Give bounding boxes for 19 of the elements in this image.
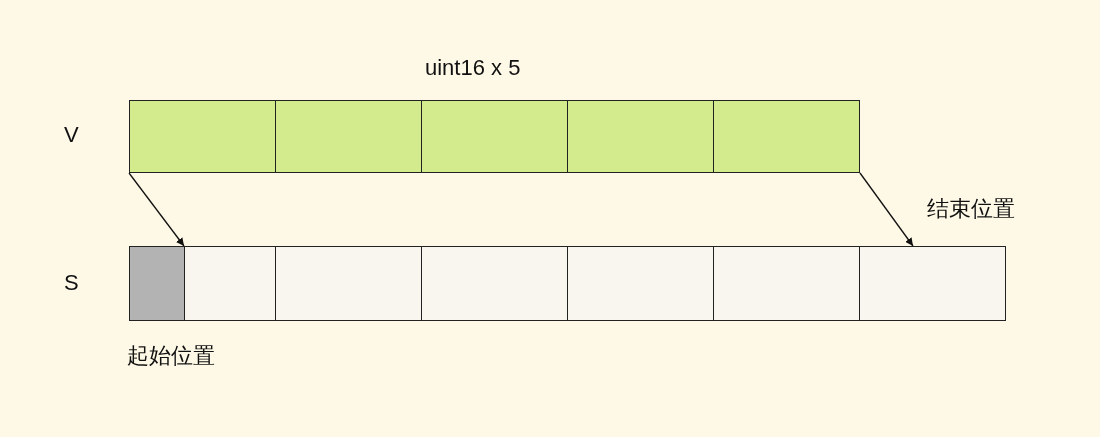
arrow <box>128 172 185 247</box>
array-cell <box>129 100 276 173</box>
arrow <box>859 172 914 247</box>
array-cell <box>567 100 714 173</box>
row-label: S <box>64 272 79 294</box>
array-cell <box>713 246 860 321</box>
array-cell <box>713 100 860 173</box>
array-cell <box>567 246 714 321</box>
array-cell <box>421 246 568 321</box>
position-label: 起始位置 <box>127 345 215 367</box>
array-cell <box>275 246 422 321</box>
highlighted-cell <box>129 246 185 321</box>
dimension-label: uint16 x 5 <box>425 57 521 79</box>
row-label: V <box>64 124 79 146</box>
position-label: 结束位置 <box>927 198 1015 220</box>
array-cell <box>275 100 422 173</box>
array-cell <box>184 246 276 321</box>
array-cell <box>859 246 1006 321</box>
array-cell <box>421 100 568 173</box>
